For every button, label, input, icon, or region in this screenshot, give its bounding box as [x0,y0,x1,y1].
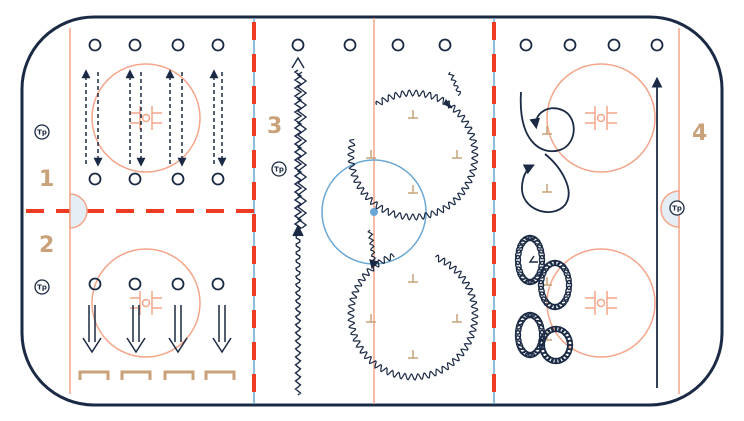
pylon-icon [128,277,142,291]
faceoff-dot-icon [130,106,617,315]
zone4-crossover-pattern [514,234,574,365]
zone4-tight-turns [519,76,663,388]
svg-text:Tp: Tp [37,284,47,292]
tp-marker: Tp [34,124,50,140]
pylon-icon [563,38,577,52]
pylon-icon [88,277,102,291]
pylon-icon [343,38,357,52]
faceoff-circle-right-top [546,63,656,173]
pylon-icon [211,277,225,291]
tp-marker: Tp [669,200,685,216]
faceoff-circle-left-top [91,63,201,173]
center-dot [370,208,378,216]
svg-text:Tp: Tp [672,205,682,213]
pylon-icon [171,172,185,186]
pylons [88,38,664,291]
zone2-backward-arrows [82,305,232,354]
pylon-icon [171,277,185,291]
svg-text:Tp: Tp [274,166,284,174]
hurdle-icon [78,370,236,380]
zone-label-4: 4 [692,121,707,146]
pylon-icon [88,172,102,186]
svg-text:Tp: Tp [37,129,47,137]
pylon-icon [391,38,405,52]
pylon-icon [291,38,305,52]
pylon-icon [438,38,452,52]
zone-label-3: 3 [267,114,282,139]
faceoff-circle-left-bottom [91,248,201,358]
pylon-icon [128,38,142,52]
goal-crease-left [69,193,88,229]
pylon-icon [519,38,533,52]
pylon-icon [128,172,142,186]
zone3-wavy-arrows [291,56,308,396]
tp-marker: Tp [271,161,287,177]
pylon-icon [650,38,664,52]
zone3-circle-skate [347,71,479,381]
pylon-icon [211,38,225,52]
pylon-icon [171,38,185,52]
tp-marker: Tp [34,279,50,295]
zone-label-1: 1 [39,167,54,192]
zone1-skate-arrows [81,69,227,167]
pylon-icon [607,38,621,52]
pylon-icon [211,172,225,186]
zone-label-2: 2 [39,233,54,258]
faceoff-circle-right-bottom [546,248,656,358]
pylon-icon [88,38,102,52]
